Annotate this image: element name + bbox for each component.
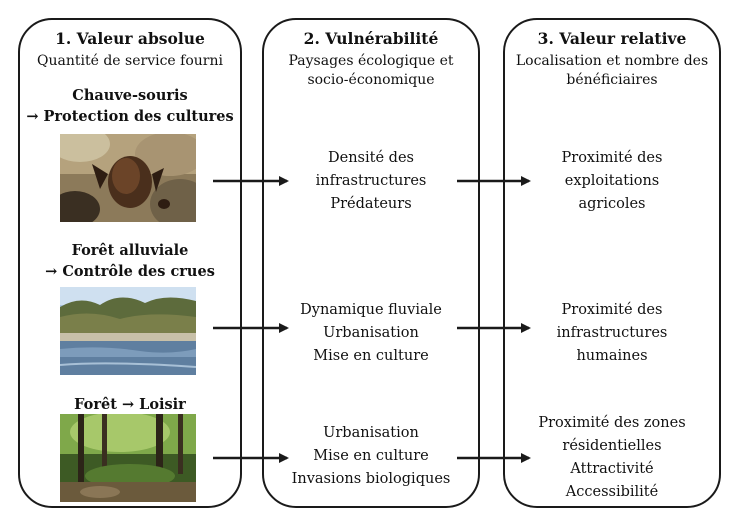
service-bat: Chauve-souris → Protection des cultures (20, 85, 240, 127)
value-text: résidentielles (562, 438, 662, 454)
service-name: Forêt → Loisir (74, 396, 186, 413)
factor-text: Invasions biologiques (291, 471, 451, 487)
service-name: Chauve-souris (72, 87, 188, 104)
forest-photo (60, 414, 196, 502)
factor-text: infrastructures (315, 173, 427, 189)
column-title: 2. Vulnérabilité (303, 29, 439, 48)
service-alluvial-forest: Forêt alluviale → Contrôle des crues (20, 240, 240, 282)
service-benefit: → Contrôle des crues (45, 263, 215, 280)
column-absolute-value: 1. Valeur absolue Quantité de service fo… (18, 18, 242, 508)
value-text: Accessibilité (565, 484, 659, 500)
value-text: Attractivité (570, 461, 654, 477)
column-vulnerability: 2. Vulnérabilité Paysages écologique et … (262, 18, 480, 508)
relative-value-block-2: Proximité des infrastructures humaines (505, 299, 719, 368)
factor-text: Prédateurs (330, 196, 412, 212)
column-relative-value: 3. Valeur relative Localisation et nombr… (503, 18, 721, 508)
service-name: Forêt alluviale (71, 242, 189, 259)
value-text: Proximité des (561, 302, 663, 318)
column-subtitle: Quantité de service fourni (37, 53, 223, 69)
value-text: infrastructures (556, 325, 668, 341)
vulnerability-block-3: Urbanisation Mise en culture Invasions b… (264, 422, 478, 491)
factor-text: Urbanisation (323, 425, 419, 441)
relative-value-block-3: Proximité des zones résidentielles Attra… (505, 412, 719, 504)
relative-value-block-1: Proximité des exploitations agricoles (505, 147, 719, 216)
vulnerability-block-2: Dynamique fluviale Urbanisation Mise en … (264, 299, 478, 368)
value-text: agricoles (578, 196, 646, 212)
subtitle-line: Paysages écologique et (288, 53, 454, 69)
bat-photo (60, 134, 196, 222)
value-text: humaines (576, 348, 648, 364)
column-title: 1. Valeur absolue (55, 29, 205, 48)
column-subtitle: Localisation et nombre des bénéficiaires (511, 52, 713, 90)
service-forest: Forêt → Loisir (20, 394, 240, 415)
subtitle-line: socio-économique (307, 72, 435, 88)
alluvial-forest-photo (60, 287, 196, 375)
value-text: Proximité des (561, 150, 663, 166)
factor-text: Urbanisation (323, 325, 419, 341)
vulnerability-block-1: Densité des infrastructures Prédateurs (264, 147, 478, 216)
factor-text: Densité des (328, 150, 414, 166)
subtitle-line: Localisation et nombre des (515, 53, 709, 69)
value-text: Proximité des zones (538, 415, 686, 431)
column-subtitle: Paysages écologique et socio-économique (270, 52, 472, 90)
factor-text: Mise en culture (313, 348, 429, 364)
subtitle-line: bénéficiaires (566, 72, 658, 88)
service-benefit: → Protection des cultures (26, 108, 234, 125)
factor-text: Mise en culture (313, 448, 429, 464)
factor-text: Dynamique fluviale (300, 302, 442, 318)
column-title: 3. Valeur relative (537, 29, 687, 48)
value-text: exploitations (564, 173, 660, 189)
